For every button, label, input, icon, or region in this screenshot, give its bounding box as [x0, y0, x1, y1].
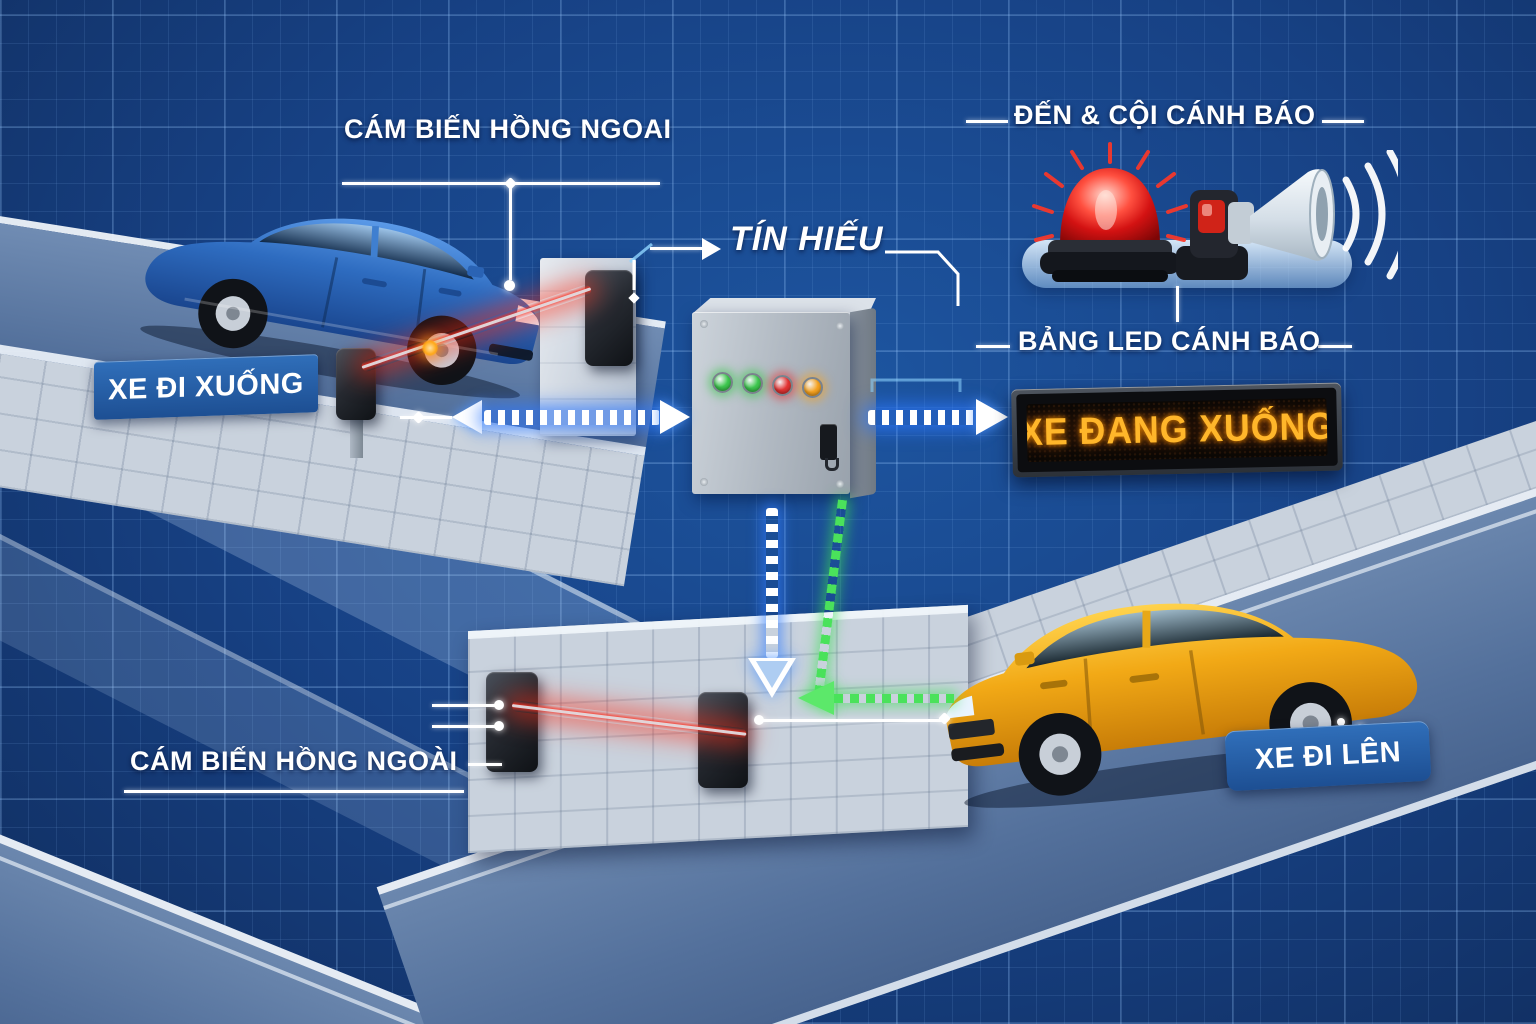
connector-left — [400, 416, 452, 419]
connector-label-line-2 — [432, 725, 498, 728]
connector-label-line-1 — [432, 704, 498, 707]
yellow-car — [945, 603, 1420, 808]
signal-arrow-head — [702, 238, 721, 260]
control-box-latch — [820, 424, 839, 471]
signal-arrow-line — [650, 247, 702, 250]
signal-bracket-right — [885, 250, 960, 306]
foglight-glow — [422, 340, 438, 356]
arrow-signal-down — [766, 508, 778, 658]
sound-waves-icon — [1342, 150, 1398, 280]
badge-car-down: XE ĐI XUỐNG — [94, 354, 318, 420]
junction-dot — [754, 715, 764, 725]
deco-dot — [1337, 718, 1345, 726]
speaker-icon — [1176, 150, 1398, 280]
arrow-signal-green-horizontal — [834, 694, 954, 703]
badge-car-up: XE ĐI LÊN — [1224, 720, 1432, 792]
control-box-led-red — [772, 375, 793, 396]
arrow-head-left — [452, 400, 482, 434]
junction-dot — [494, 721, 504, 731]
control-box-top — [692, 298, 876, 314]
box-deco-bracket — [870, 378, 962, 392]
control-box-led-orange — [802, 377, 823, 398]
label-alarm: ĐẾN & CỘI CÁNH BÁO — [1014, 100, 1316, 130]
blue-car — [140, 218, 540, 399]
junction-dot — [504, 280, 515, 291]
label-ir-sensor-top: CÁM BIẾN HỒNG NGOAI — [344, 114, 672, 144]
screw-icon — [836, 480, 844, 488]
led-display: XE ĐANG XUỐNG — [1011, 382, 1343, 478]
led-dash-right — [1318, 345, 1352, 348]
control-box-led-green-2 — [742, 373, 763, 394]
sensor-pole — [350, 418, 363, 458]
arrow-head-to-led — [976, 399, 1008, 435]
warning-beacon-icon — [1032, 142, 1188, 282]
label-underline-bottom — [124, 790, 464, 793]
screw-icon — [700, 478, 708, 486]
control-box-led-green-1 — [712, 372, 733, 393]
arrow-to-led-board — [868, 410, 976, 425]
label-ir-sensor-bottom: CÁM BIẾN HỒNG NGOÀI — [130, 746, 458, 776]
arrow-head-green — [798, 681, 834, 715]
connector-sensor-right — [760, 719, 942, 722]
screw-icon — [836, 322, 844, 330]
label-underline-top — [342, 182, 660, 185]
label-connector-top — [509, 186, 512, 280]
badge-car-down-label: XE ĐI XUỐNG — [108, 367, 304, 406]
arrow-head-down — [756, 661, 788, 688]
signal-bracket-left — [628, 242, 653, 304]
arrow-head-right — [660, 400, 690, 434]
led-display-text: XE ĐANG XUỐNG — [1026, 405, 1328, 454]
badge-car-up-label: XE ĐI LÊN — [1254, 735, 1402, 776]
junction-dot — [494, 700, 504, 710]
screw-icon — [700, 320, 708, 328]
label-signal: TÍN HIẾU — [730, 220, 884, 258]
alarm-dash-right — [1322, 120, 1364, 123]
control-box — [692, 312, 850, 494]
control-box-side — [850, 307, 876, 499]
ir-sensor-bottom-left — [486, 672, 538, 772]
label-dash-bottom — [468, 763, 502, 766]
ir-sensor-bottom-right — [698, 692, 748, 788]
alarm-dash-left — [966, 120, 1008, 123]
label-led-board: BẢNG LED CÁNH BÁO — [1018, 326, 1321, 356]
connector-alarm-to-label — [1176, 286, 1179, 322]
led-dash-left — [976, 345, 1010, 348]
ir-sensor-top-far — [585, 270, 633, 366]
arrow-signal-two-way — [484, 410, 660, 425]
